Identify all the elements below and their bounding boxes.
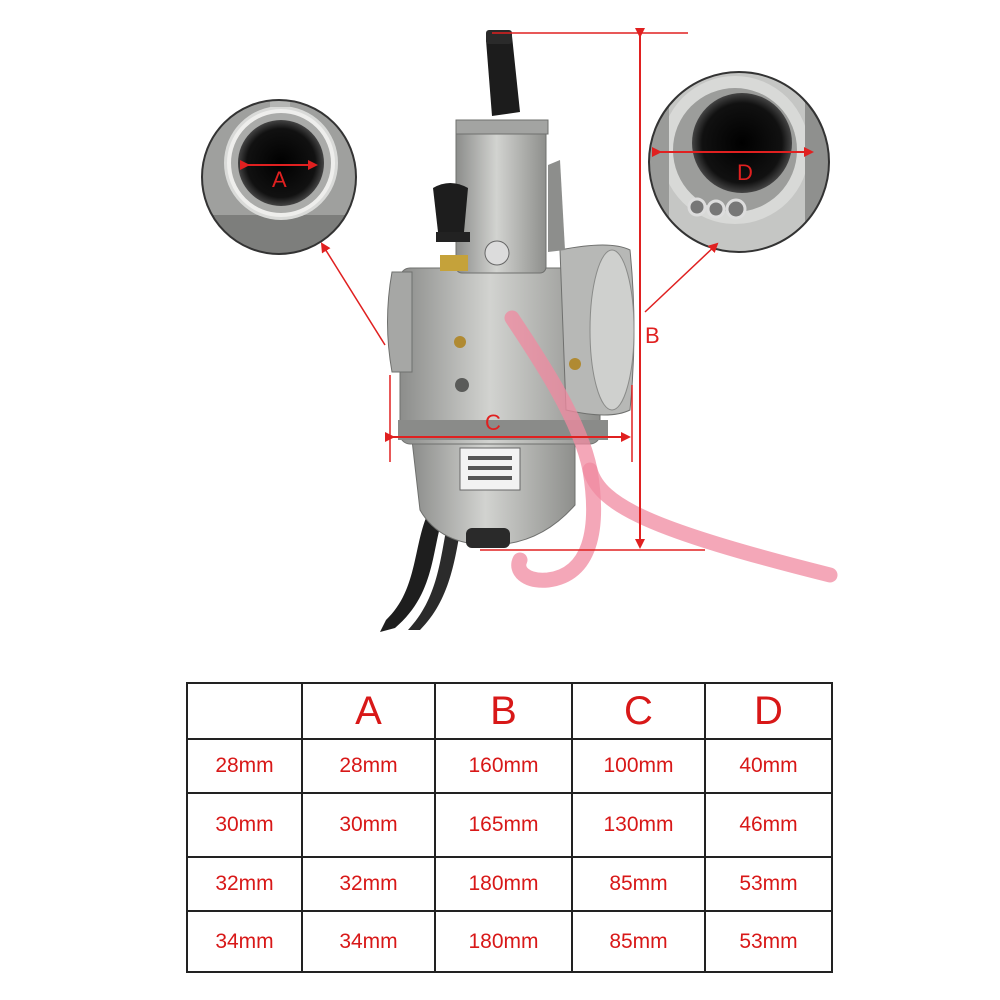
inset-a-closeup: A — [201, 99, 357, 255]
header-b: B — [434, 682, 573, 740]
header-c: C — [571, 682, 706, 740]
dimension-b: B — [480, 28, 705, 551]
table-row: 34mm 34mm 180mm 85mm 53mm — [186, 910, 833, 973]
table-header-row: A B C D — [186, 682, 833, 740]
cell-d: 40mm — [704, 738, 833, 794]
carburetor-diagram: A D — [201, 28, 838, 632]
cell-b: 180mm — [434, 910, 573, 973]
size-spec-table: A B C D 28mm 28mm 160mm 100mm 40mm 30mm … — [186, 682, 833, 973]
header-a: A — [301, 682, 436, 740]
cell-b: 165mm — [434, 792, 573, 858]
cell-c: 85mm — [571, 856, 706, 912]
dimension-b-label: B — [645, 323, 660, 348]
cell-b: 160mm — [434, 738, 573, 794]
header-size — [186, 682, 303, 740]
cell-c: 130mm — [571, 792, 706, 858]
cell-a: 34mm — [301, 910, 436, 973]
cell-a: 28mm — [301, 738, 436, 794]
dimension-d-label: D — [737, 160, 753, 185]
pointer-arrow-d — [644, 242, 719, 313]
cell-size: 34mm — [186, 910, 303, 973]
dimension-c: C — [385, 375, 633, 462]
cell-d: 46mm — [704, 792, 833, 858]
cell-size: 30mm — [186, 792, 303, 858]
cell-c: 85mm — [571, 910, 706, 973]
cell-d: 53mm — [704, 856, 833, 912]
dimension-c-label: C — [485, 410, 501, 435]
table-row: 30mm 30mm 165mm 130mm 46mm — [186, 792, 833, 858]
pointer-arrow-a — [320, 242, 386, 346]
dimension-a-label: A — [272, 167, 287, 192]
cell-size: 28mm — [186, 738, 303, 794]
cell-c: 100mm — [571, 738, 706, 794]
cell-b: 180mm — [434, 856, 573, 912]
table-row: 28mm 28mm 160mm 100mm 40mm — [186, 738, 833, 794]
inset-d-closeup: D — [648, 71, 830, 253]
header-d: D — [704, 682, 833, 740]
cell-a: 30mm — [301, 792, 436, 858]
cell-a: 32mm — [301, 856, 436, 912]
table-row: 32mm 32mm 180mm 85mm 53mm — [186, 856, 833, 912]
cell-d: 53mm — [704, 910, 833, 973]
cell-size: 32mm — [186, 856, 303, 912]
